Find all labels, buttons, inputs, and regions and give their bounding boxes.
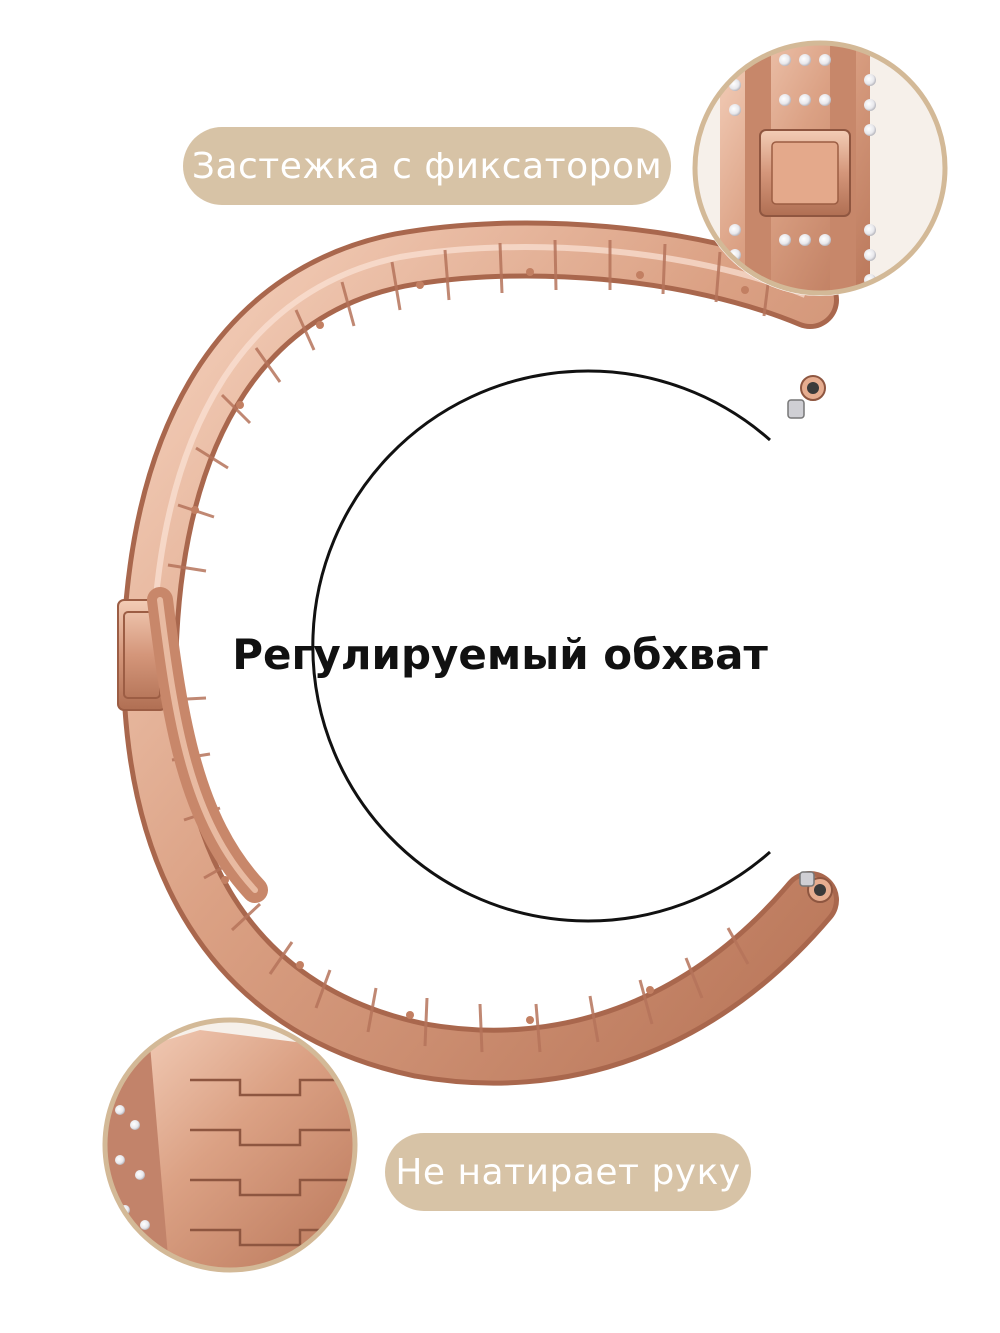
spring-bar-top (787, 375, 826, 419)
clasp-feature-label: Застежка с фиксатором (183, 127, 671, 205)
adjustable-arc (311, 369, 771, 923)
bracelet (117, 220, 839, 1086)
comfort-feature-label: Не натирает руку (385, 1133, 751, 1211)
inner-links-closeup (102, 1017, 358, 1273)
adjustable-size-label: Регулируемый обхват (232, 630, 768, 679)
spring-bar-bottom (799, 871, 833, 903)
clasp-closeup (692, 40, 948, 296)
